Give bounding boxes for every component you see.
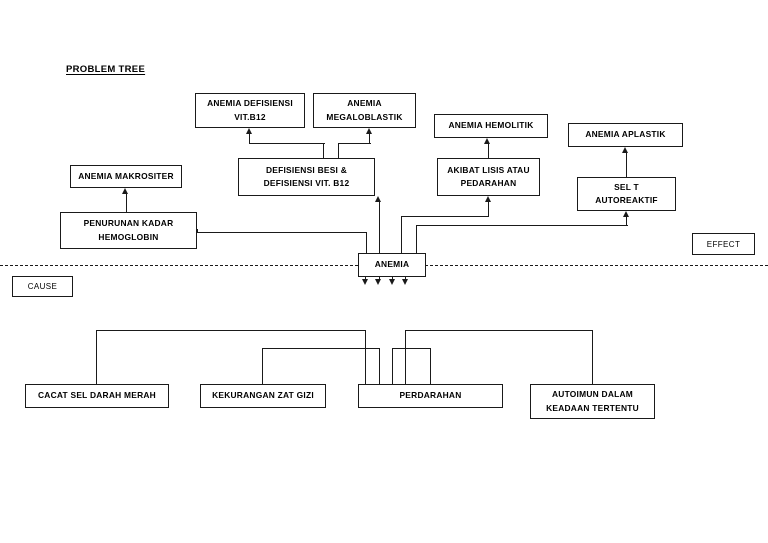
node-label-line1: PERDARAHAN bbox=[399, 390, 462, 401]
page-title: PROBLEM TREE bbox=[66, 64, 146, 75]
connector-defbesi-to-vitb12-horiz bbox=[249, 143, 325, 145]
node-label-line2: VIT.B12 bbox=[234, 111, 266, 122]
node-label-line1: AKIBAT LISIS ATAU bbox=[447, 164, 530, 175]
connector-perdarahan-vert-up bbox=[430, 348, 432, 385]
connector-autoimun-arrow bbox=[401, 279, 408, 285]
connector-anemia-to-akibat-lisis-arrow bbox=[485, 196, 492, 202]
effect-label-box[interactable]: EFFECT bbox=[692, 233, 755, 255]
node-akibat-lisis[interactable]: AKIBAT LISIS ATAU PEDARAHAN bbox=[437, 158, 540, 196]
node-kekurangan-zat-gizi[interactable]: KEKURANGAN ZAT GIZI bbox=[200, 384, 326, 408]
connector-hemoglobin-to-makrositer-arrow bbox=[122, 188, 129, 194]
connector-cause-stub-3 bbox=[391, 277, 394, 281]
connector-defbesi-to-vitb12-vert-down bbox=[323, 143, 325, 158]
node-anemia-defisiensi-vit-b12[interactable]: ANEMIA DEFISIENSI VIT.B12 bbox=[195, 93, 305, 128]
connector-anemia-to-sel-t-vert-up bbox=[416, 225, 418, 254]
connector-cacat-horiz bbox=[96, 330, 366, 332]
node-label-line2: KEADAAN TERTENTU bbox=[546, 402, 639, 413]
node-label-line2: DEFISIENSI VIT. B12 bbox=[263, 178, 350, 188]
node-label-line1: SEL T bbox=[614, 181, 639, 192]
node-label-line1: DEFISIENSI BESI & bbox=[265, 164, 348, 175]
node-defisiensi-besi[interactable]: DEFISIENSI BESI & DEFISIENSI VIT. B12 bbox=[238, 158, 375, 196]
connector-autoimun-vert-up bbox=[592, 330, 594, 385]
connector-autoimun-vert-to-anemia bbox=[405, 330, 407, 385]
node-perdarahan[interactable]: PERDARAHAN bbox=[358, 384, 503, 408]
connector-anemia-to-defisiensi-besi-arrow bbox=[375, 196, 382, 202]
node-label-line1: ANEMIA DEFISIENSI bbox=[207, 98, 293, 109]
connector-perdarahan-vert-to-anemia bbox=[392, 348, 394, 385]
node-label-line1: AUTOIMUN DALAM bbox=[551, 389, 634, 400]
node-label-line1: ANEMIA MAKROSITER bbox=[78, 170, 174, 181]
node-label-line1: CACAT SEL DARAH MERAH bbox=[37, 390, 156, 401]
effect-label: EFFECT bbox=[706, 239, 741, 249]
connector-defbesi-to-megaloblastik-arrow bbox=[366, 128, 373, 134]
connector-anemia-to-akibat-lisis-horiz bbox=[401, 216, 489, 218]
node-anemia-hemolitik[interactable]: ANEMIA HEMOLITIK bbox=[434, 114, 548, 138]
node-label-line1: PENURUNAN KADAR bbox=[83, 218, 174, 229]
connector-akibatlisis-to-hemolitik-line bbox=[488, 144, 490, 158]
connector-anemia-to-sel-t-horiz bbox=[416, 225, 628, 227]
connector-anemia-to-defisiensi-besi-line bbox=[379, 202, 381, 254]
connector-defbesi-to-megaloblastik-vert-up bbox=[369, 134, 371, 144]
node-label-line1: ANEMIA HEMOLITIK bbox=[448, 120, 534, 131]
connector-cause-stub-1 bbox=[365, 277, 367, 281]
connector-hemoglobin-to-makrositer-line bbox=[126, 194, 128, 212]
connector-anemia-to-hemoglobin-vert-down bbox=[197, 229, 199, 233]
connector-selt-to-aplastik-arrow bbox=[622, 147, 629, 153]
node-label-line1: ANEMIA APLASTIK bbox=[585, 129, 666, 140]
connector-perdarahan-arrow bbox=[388, 279, 395, 285]
node-label-line2: MEGALOBLASTIK bbox=[326, 111, 403, 122]
node-anemia-aplastik[interactable]: ANEMIA APLASTIK bbox=[568, 123, 683, 147]
node-label-line1: ANEMIA bbox=[347, 98, 382, 109]
connector-cause-stub-4 bbox=[404, 277, 407, 281]
node-cacat-sel-darah-merah[interactable]: CACAT SEL DARAH MERAH bbox=[25, 384, 169, 408]
connector-kekurangan-arrow bbox=[375, 279, 382, 285]
node-label-line2: AUTOREAKTIF bbox=[595, 195, 658, 205]
connector-anemia-to-hemoglobin-horiz bbox=[197, 232, 367, 234]
connector-anemia-to-sel-t-arrow bbox=[623, 211, 629, 217]
node-sel-t-autoreaktif[interactable]: SEL T AUTOREAKTIF bbox=[577, 177, 676, 211]
connector-anemia-to-akibat-lisis-vert-up bbox=[401, 216, 403, 254]
node-anemia-root[interactable]: ANEMIA bbox=[358, 253, 426, 277]
connector-defbesi-to-vitb12-vert-up bbox=[249, 134, 251, 144]
node-label-line2: PEDARAHAN bbox=[460, 178, 517, 188]
connector-anemia-to-hemoglobin-vert-up bbox=[366, 232, 368, 254]
connector-defbesi-to-vitb12-arrow bbox=[246, 128, 253, 134]
connector-kekurangan-horiz bbox=[262, 348, 380, 350]
node-anemia-makrositer[interactable]: ANEMIA MAKROSITER bbox=[70, 165, 182, 188]
connector-cacat-arrow bbox=[362, 279, 369, 285]
cause-label: CAUSE bbox=[27, 282, 58, 291]
connector-perdarahan-horiz bbox=[392, 348, 431, 350]
connector-autoimun-horiz bbox=[405, 330, 593, 332]
node-anemia-megaloblastik[interactable]: ANEMIA MEGALOBLASTIK bbox=[313, 93, 416, 128]
connector-akibatlisis-to-hemolitik-arrow bbox=[484, 138, 491, 144]
node-label-line1: KEKURANGAN ZAT GIZI bbox=[212, 390, 314, 401]
connector-defbesi-to-megaloblastik-vert-down bbox=[338, 143, 340, 158]
connector-cacat-vert-to-anemia bbox=[365, 330, 367, 385]
connector-selt-to-aplastik-line bbox=[626, 153, 628, 177]
cause-label-box[interactable]: CAUSE bbox=[12, 276, 73, 297]
node-penurunan-kadar-hemoglobin[interactable]: PENURUNAN KADAR HEMOGLOBIN bbox=[60, 212, 197, 249]
node-label-line2: HEMOGLOBIN bbox=[98, 231, 159, 242]
node-autoimun[interactable]: AUTOIMUN DALAM KEADAAN TERTENTU bbox=[530, 384, 655, 419]
connector-kekurangan-vert-up bbox=[262, 348, 264, 385]
connector-defbesi-to-megaloblastik-horiz bbox=[338, 143, 371, 145]
connector-anemia-to-sel-t-vert-down bbox=[626, 217, 628, 226]
connector-cacat-vert-up bbox=[96, 330, 98, 385]
connector-kekurangan-vert-to-anemia bbox=[379, 348, 381, 385]
connector-cause-stub-2 bbox=[378, 277, 380, 281]
connector-anemia-to-akibat-lisis-vert-down bbox=[488, 202, 490, 217]
node-label-line1: ANEMIA bbox=[374, 259, 410, 270]
